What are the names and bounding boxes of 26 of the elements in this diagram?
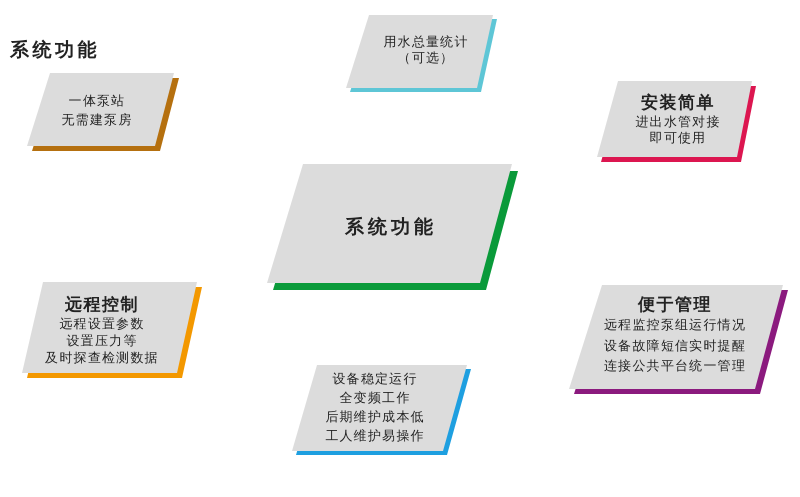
card-heading: 安装简单 <box>641 92 715 115</box>
card-text: 远程监控泵组运行情况 <box>604 317 746 335</box>
parallelogram-card <box>27 73 179 151</box>
card-text: 无需建泵房 <box>62 112 132 130</box>
card-text: 工人维护易操作 <box>325 428 425 446</box>
card-heading: 系统功能 <box>345 215 437 240</box>
card-text: 及时探查检测数据 <box>45 350 159 367</box>
card-heading: 远程控制 <box>65 295 139 316</box>
card-text: 一体泵站 <box>68 92 126 110</box>
parallelogram-card <box>569 285 788 394</box>
card-text: 全变频工作 <box>340 390 410 408</box>
card-text: 设备故障短信实时提醒 <box>604 338 746 356</box>
parallelogram-card <box>597 81 756 162</box>
title-text: 系统功能 <box>10 38 100 62</box>
card-text: 远程设置参数 <box>59 316 145 333</box>
card-text: 设备稳定运行 <box>332 370 418 388</box>
card-text: 进出水管对接即可使用 <box>634 115 722 147</box>
card-heading: 便于管理 <box>638 294 712 316</box>
parallelogram-card <box>346 15 497 92</box>
parallelogram-card <box>22 282 202 378</box>
card-text: 用水总量统计（可选） <box>382 35 470 67</box>
card-text: 设置压力等 <box>66 333 138 350</box>
parallelogram-card <box>292 365 471 455</box>
parallelogram-card <box>267 164 518 290</box>
card-text: 后期维护成本低 <box>325 409 425 428</box>
card-text: 连接公共平台统一管理 <box>604 358 746 376</box>
